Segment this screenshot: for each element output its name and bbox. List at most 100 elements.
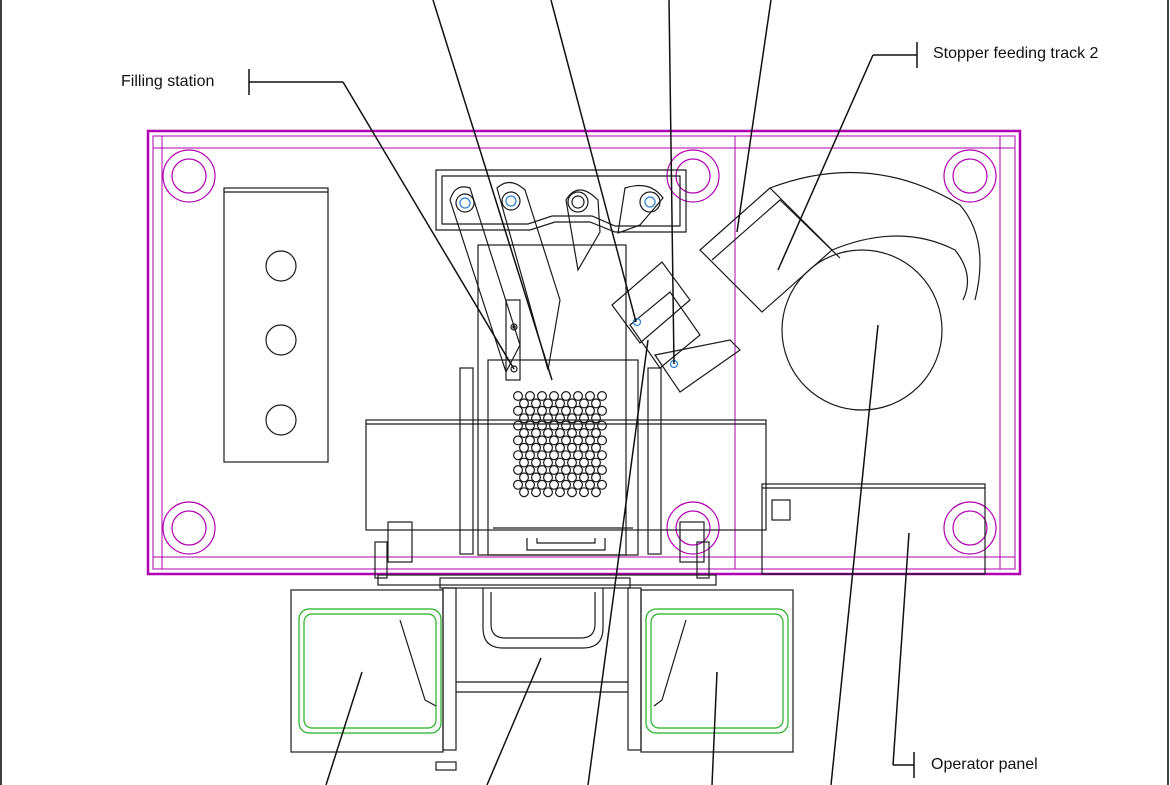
vial-hole xyxy=(584,450,595,461)
vial-hole xyxy=(542,472,553,483)
vial-hole xyxy=(596,465,607,476)
vial-hole xyxy=(572,391,583,402)
leader-lines xyxy=(248,0,918,785)
vial-hole xyxy=(524,405,535,416)
vial-hole xyxy=(554,487,565,498)
vial-hole xyxy=(530,428,541,439)
vial-hole xyxy=(524,479,535,490)
vial-hole xyxy=(590,413,601,424)
vial-hole xyxy=(530,442,541,453)
vial-hole xyxy=(512,420,523,431)
stopper-feeding-track xyxy=(699,171,981,313)
vial-hole xyxy=(524,391,535,402)
vial-hole xyxy=(536,420,547,431)
vial-hole xyxy=(554,428,565,439)
vial-hole xyxy=(554,442,565,453)
vial-hole xyxy=(584,479,595,490)
vial-hole xyxy=(584,405,595,416)
vial-hole xyxy=(578,442,589,453)
vial-hole xyxy=(584,435,595,446)
vial-hole xyxy=(590,472,601,483)
vial-hole xyxy=(512,479,523,490)
vial-hole xyxy=(572,435,583,446)
vial-hole xyxy=(530,413,541,424)
vial-hole xyxy=(530,472,541,483)
vial-hole xyxy=(512,450,523,461)
vial-hole xyxy=(542,413,553,424)
vial-hole xyxy=(536,479,547,490)
front-platform xyxy=(374,521,717,771)
vial-hole xyxy=(524,420,535,431)
vial-hole xyxy=(512,405,523,416)
vial-hole xyxy=(596,391,607,402)
vial-hole xyxy=(584,391,595,402)
vial-hole xyxy=(554,398,565,409)
vial-hole xyxy=(572,450,583,461)
vial-hole xyxy=(560,420,571,431)
vial-hole xyxy=(596,479,607,490)
vial-hole xyxy=(542,457,553,468)
vial-hole xyxy=(548,479,559,490)
vial-hole xyxy=(566,413,577,424)
vial-hole xyxy=(524,450,535,461)
vial-hole xyxy=(524,465,535,476)
vial-hole xyxy=(548,420,559,431)
vial-hole xyxy=(560,465,571,476)
vial-hole xyxy=(518,413,529,424)
stopper-bowl xyxy=(781,249,943,411)
label-filling-station: Filling station xyxy=(121,73,215,90)
vial-hole xyxy=(578,398,589,409)
vial-hole xyxy=(518,472,529,483)
vial-hole xyxy=(530,457,541,468)
label-operator-panel: Operator panel xyxy=(931,756,1038,773)
vial-hole xyxy=(518,428,529,439)
label-stopper-feeding-track-2: Stopper feeding track 2 xyxy=(933,45,1099,62)
vial-hole xyxy=(536,435,547,446)
vial-hole xyxy=(566,487,577,498)
vial-hole xyxy=(512,391,523,402)
vial-hole xyxy=(518,398,529,409)
vial-hole xyxy=(590,428,601,439)
vial-hole xyxy=(572,405,583,416)
vial-hole xyxy=(536,465,547,476)
vial-hole xyxy=(542,428,553,439)
vial-hole xyxy=(548,465,559,476)
conveyor-bed xyxy=(365,419,767,531)
vial-hole xyxy=(512,465,523,476)
vial-hole xyxy=(548,405,559,416)
left-loading-tray xyxy=(290,589,444,753)
vial-hole xyxy=(578,472,589,483)
right-loading-tray xyxy=(640,589,794,753)
left-side-panel xyxy=(223,187,329,463)
vial-hole xyxy=(554,472,565,483)
vial-hole xyxy=(578,413,589,424)
vial-hole xyxy=(536,450,547,461)
operator-panel xyxy=(761,483,986,575)
vial-hole xyxy=(530,398,541,409)
vial-hole xyxy=(572,420,583,431)
vial-hole xyxy=(542,487,553,498)
vial-hole xyxy=(560,435,571,446)
vial-hole xyxy=(518,487,529,498)
vial-hole xyxy=(566,442,577,453)
vial-hole xyxy=(566,398,577,409)
vial-hole xyxy=(572,465,583,476)
vial-hole xyxy=(596,450,607,461)
vial-hole xyxy=(578,428,589,439)
vial-hole xyxy=(524,435,535,446)
vial-hole xyxy=(584,465,595,476)
vial-hole xyxy=(590,487,601,498)
vial-hole xyxy=(548,391,559,402)
vial-hole xyxy=(548,435,559,446)
vial-hole xyxy=(560,405,571,416)
vial-hole xyxy=(560,391,571,402)
vial-hole xyxy=(596,435,607,446)
machine-base-frame xyxy=(146,129,1022,576)
vial-hole xyxy=(590,442,601,453)
vial-hole xyxy=(560,450,571,461)
vial-hole xyxy=(560,479,571,490)
vial-hole xyxy=(548,450,559,461)
vial-hole xyxy=(584,420,595,431)
